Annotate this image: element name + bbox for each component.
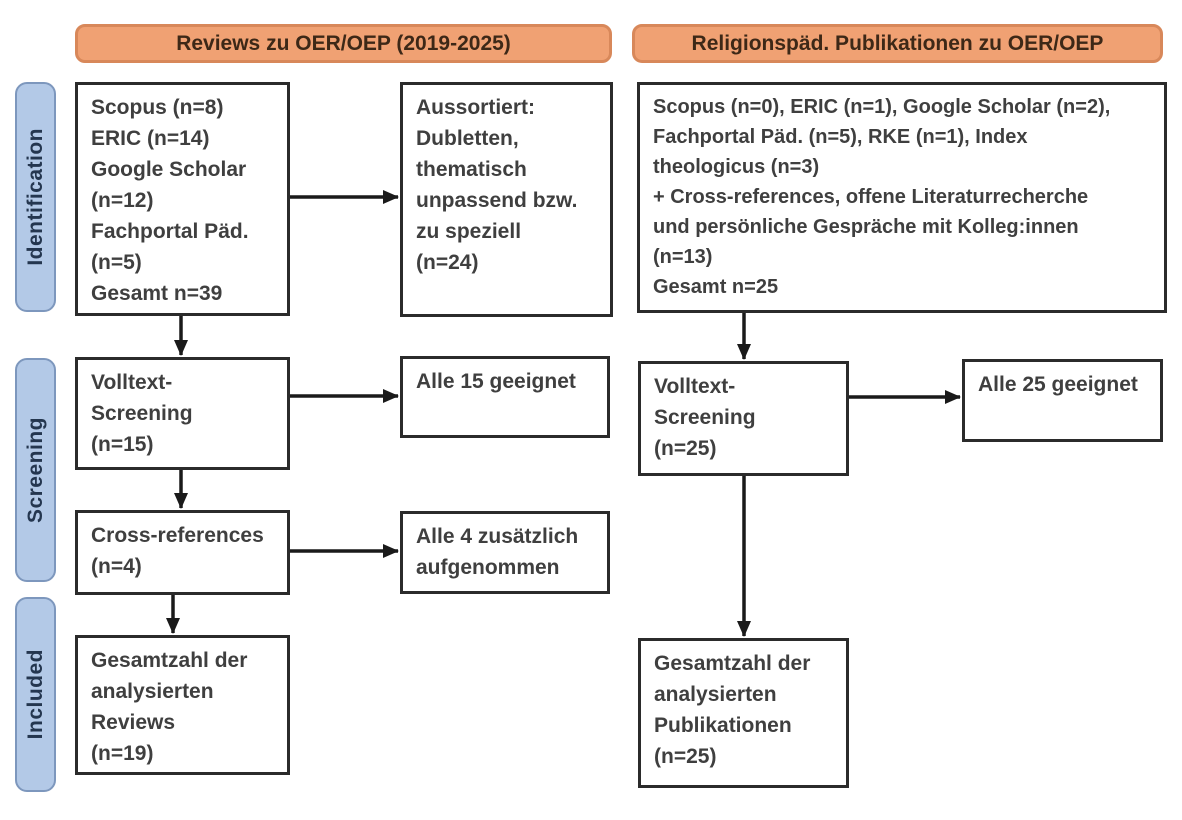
header-reviews: Reviews zu OER/OEP (2019-2025) xyxy=(75,24,612,63)
box-line: Gesamtzahl der xyxy=(91,649,248,672)
box-line: Alle 4 zusätzlich xyxy=(416,525,579,548)
box-line: + Cross-references, offene Literaturrech… xyxy=(653,186,1089,208)
box-line: unpassend bzw. xyxy=(416,189,578,212)
box-line: analysierten xyxy=(654,683,777,706)
box-line: Fachportal Päd. xyxy=(91,220,249,243)
publications-screening-box: Volltext- Screening (n=25) xyxy=(638,361,849,476)
box-line: Cross-references xyxy=(91,524,264,547)
stage-screening: Screening xyxy=(15,358,56,582)
box-line: Volltext- xyxy=(91,371,173,394)
box-line: Google Scholar xyxy=(91,158,247,181)
reviews-screening-result-box: Alle 15 geeignet xyxy=(400,356,610,438)
box-line: (n=25) xyxy=(654,745,717,768)
stage-included-label: Included xyxy=(23,649,47,740)
box-line: Reviews xyxy=(91,711,176,734)
reviews-crossref-box: Cross-references (n=4) xyxy=(75,510,290,595)
box-line: Dubletten, xyxy=(416,127,519,150)
box-line: Publikationen xyxy=(654,714,792,737)
box-line: theologicus (n=3) xyxy=(653,156,820,178)
box-line: (n=12) xyxy=(91,189,154,212)
box-line: (n=5) xyxy=(91,251,142,274)
box-line: und persönliche Gespräche mit Kolleg:inn… xyxy=(653,216,1079,238)
box-line: Aussortiert: xyxy=(416,96,536,119)
box-line: Scopus (n=0), ERIC (n=1), Google Scholar… xyxy=(653,96,1111,118)
box-line: aufgenommen xyxy=(416,556,560,579)
box-line: Screening xyxy=(654,406,756,429)
box-line: Alle 25 geeignet xyxy=(978,373,1138,396)
box-line: Alle 15 geeignet xyxy=(416,370,576,393)
stage-screening-label: Screening xyxy=(23,416,47,524)
box-line: thematisch xyxy=(416,158,527,181)
stage-identification: Identification xyxy=(15,82,56,312)
stage-identification-label: Identification xyxy=(23,128,47,266)
box-line: Gesamtzahl der xyxy=(654,652,811,675)
box-line: (n=4) xyxy=(91,555,142,578)
box-line: (n=19) xyxy=(91,742,154,765)
box-line: analysierten xyxy=(91,680,214,703)
box-line: Fachportal Päd. (n=5), RKE (n=1), Index xyxy=(653,126,1028,148)
header-religionspaed-label: Religionspäd. Publikationen zu OER/OEP xyxy=(691,31,1104,55)
box-line: zu speziell xyxy=(416,220,522,243)
box-line: ERIC (n=14) xyxy=(91,127,210,150)
header-religionspaed: Religionspäd. Publikationen zu OER/OEP xyxy=(632,24,1163,63)
reviews-identification-box: Scopus (n=8) ERIC (n=14) Google Scholar (n=… xyxy=(75,82,290,316)
reviews-crossref-result-box: Alle 4 zusätzlich aufgenommen xyxy=(400,511,610,594)
reviews-screening-box: Volltext- Screening (n=15) xyxy=(75,357,290,470)
publications-identification-box: Scopus (n=0), ERIC (n=1), Google Scholar… xyxy=(637,82,1167,313)
box-line: (n=25) xyxy=(654,437,717,460)
publications-screening-result-box: Alle 25 geeignet xyxy=(962,359,1163,442)
box-line: (n=24) xyxy=(416,251,479,274)
header-reviews-label: Reviews zu OER/OEP (2019-2025) xyxy=(176,31,511,55)
box-line: Gesamt n=25 xyxy=(653,276,779,298)
box-line: Screening xyxy=(91,402,193,425)
box-line: (n=15) xyxy=(91,433,154,456)
box-line: Scopus (n=8) xyxy=(91,96,224,119)
stage-included: Included xyxy=(15,597,56,792)
reviews-excluded-box: Aussortiert: Dubletten, thematisch unpassen… xyxy=(400,82,613,317)
box-line: Volltext- xyxy=(654,375,736,398)
box-line: Gesamt n=39 xyxy=(91,282,223,305)
box-line: (n=13) xyxy=(653,246,713,268)
